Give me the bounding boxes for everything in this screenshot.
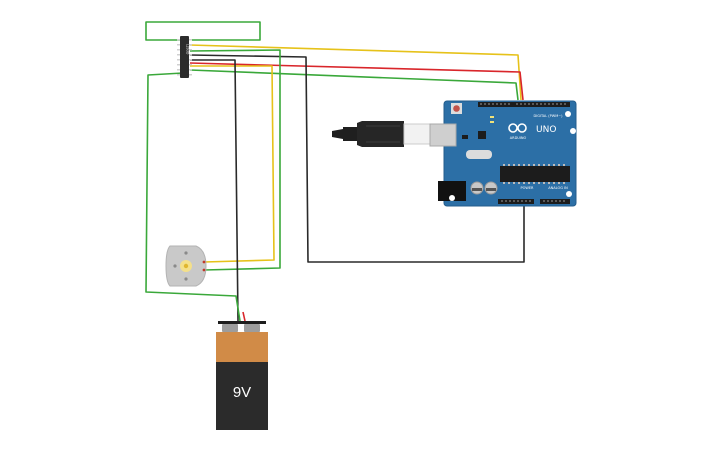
wire-green-top-loop[interactable]	[145, 21, 261, 41]
ic-right-pins	[189, 39, 192, 76]
wire-yellow-ic-to-motor[interactable]	[190, 65, 275, 263]
reset-button[interactable]	[453, 105, 460, 112]
uno-logo-text: UNO	[536, 125, 556, 135]
wire-black-ic-to-battery[interactable]	[190, 59, 239, 322]
atmega-chip	[500, 166, 570, 182]
dc-motor[interactable]	[165, 245, 207, 287]
wire-red-battery-lead[interactable]	[242, 311, 246, 322]
arduino-brand-text: ARDUINO	[510, 136, 527, 140]
wire-green-ic-to-battery[interactable]	[145, 72, 241, 322]
arduino-logo-icon	[508, 123, 527, 133]
motor-terminal-1[interactable]	[202, 260, 206, 264]
digital-label: DIGITAL (PWM~)	[533, 114, 563, 118]
wire-yellow-ic-to-arduino[interactable]	[189, 44, 522, 101]
battery-label: 9V	[233, 384, 251, 401]
wire-green-ic-to-arduino[interactable]	[189, 69, 519, 101]
motor-terminal-2[interactable]	[202, 268, 206, 272]
usb-cable[interactable]	[332, 121, 431, 147]
battery-terminal-positive[interactable]	[244, 324, 260, 332]
usb-plug	[403, 123, 431, 145]
wire-red-ic-to-arduino[interactable]	[189, 62, 524, 101]
usb-jack	[429, 123, 457, 147]
power-jack	[438, 181, 466, 201]
wire-black-ic-to-arduino-gnd[interactable]	[189, 54, 525, 263]
ic-left-pins	[177, 39, 180, 76]
motor-driver-ic[interactable]: L293D	[177, 36, 192, 78]
analog-label: ANALOG IN	[548, 186, 568, 190]
battery-body	[216, 362, 268, 430]
power-label: POWER	[521, 186, 535, 190]
battery-cap	[216, 332, 268, 362]
arduino-uno-board[interactable]: DIGITAL (PWM~) UNO ARDUINO	[429, 100, 577, 207]
crystal-oscillator	[466, 150, 492, 159]
battery-terminal-negative[interactable]	[222, 324, 238, 332]
power-header[interactable]	[498, 199, 534, 204]
ic-label: L293D	[186, 44, 190, 55]
battery-9v[interactable]: 9V	[216, 321, 268, 430]
wire-green-ic-to-motor[interactable]	[189, 49, 281, 271]
